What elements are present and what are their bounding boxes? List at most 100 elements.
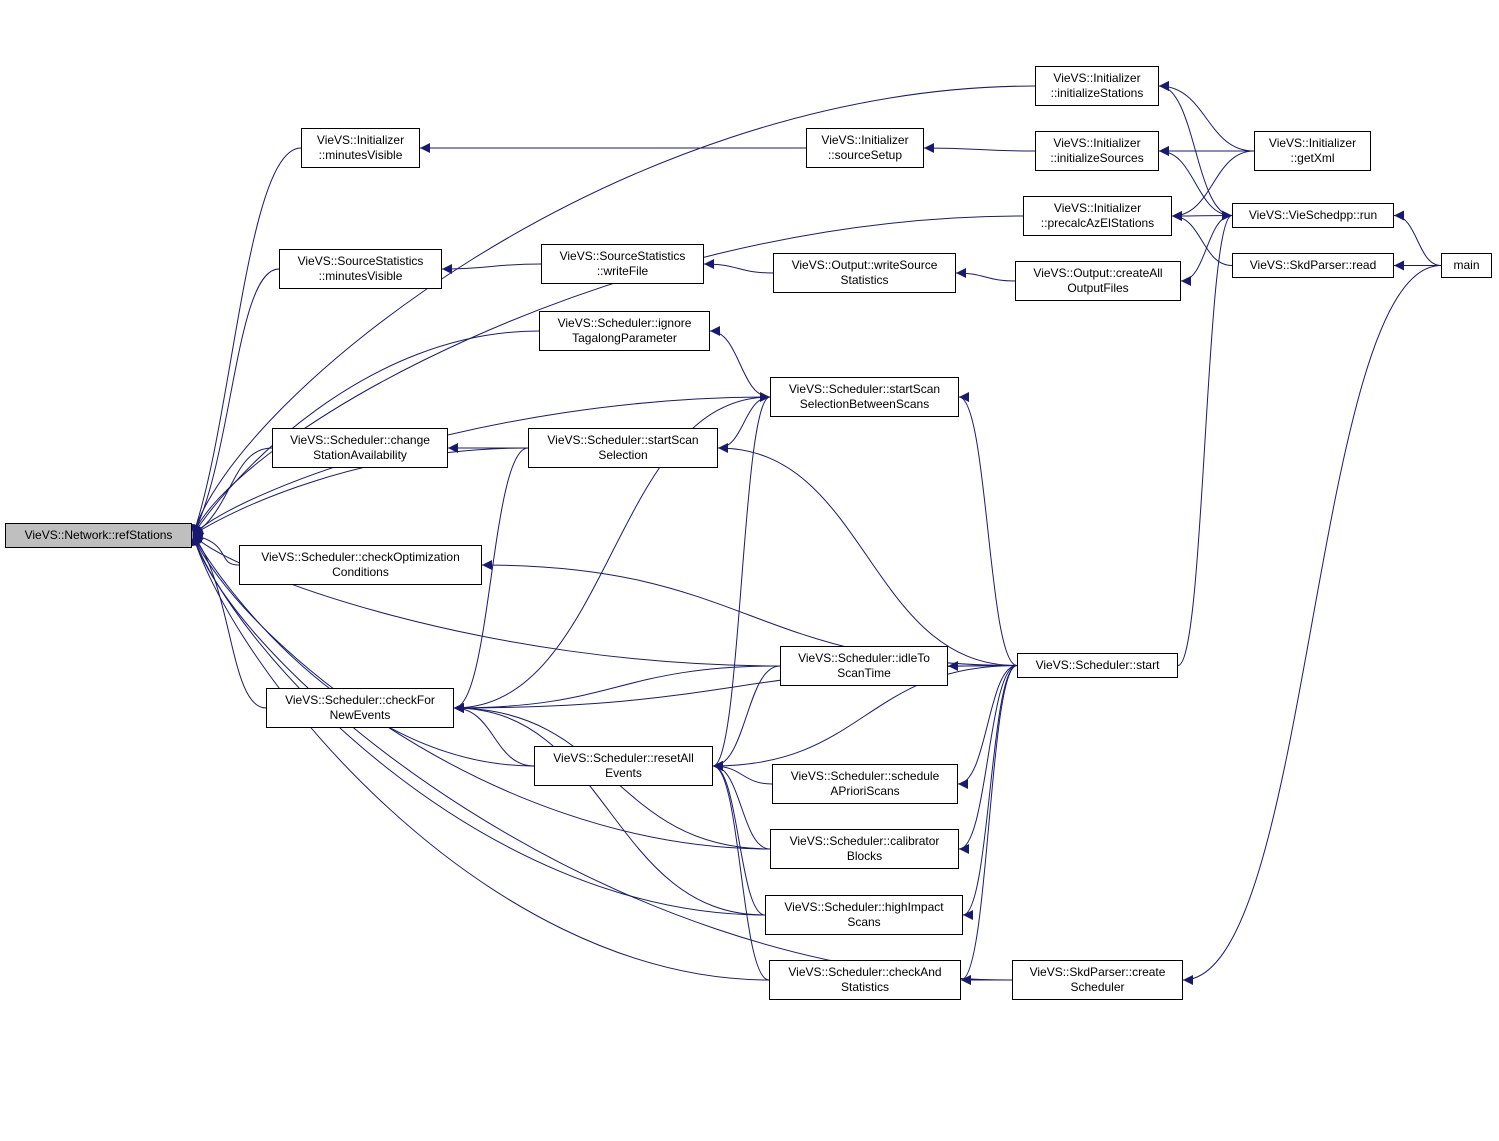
edge-createAllOutput-to-writeSourceStats	[955, 268, 1016, 282]
edge-startScanBetween-to-resetAllEvents	[712, 396, 771, 771]
edge-startScanBetween-to-ignoreTagalong	[709, 326, 771, 398]
node-label-line: Selection	[598, 448, 648, 462]
node-label-line: VieVS::Scheduler::change	[290, 433, 430, 447]
node-label-line: VieVS::Initializer	[1268, 136, 1357, 150]
edge-skdRead-to-precalc	[1171, 211, 1233, 266]
node-label-line: VieVS::Initializer	[1053, 71, 1141, 85]
edge-resetAllEvents-to-checkForNewEvents	[453, 703, 535, 767]
graph-node-minutes-visible-init[interactable]: VieVS::Initializer::minutesVisible	[301, 128, 420, 168]
graph-node-skd-read[interactable]: VieVS::SkdParser::read	[1232, 253, 1394, 278]
node-label-line: ::writeFile	[596, 264, 649, 278]
node-label-line: Statistics	[840, 273, 889, 287]
node-label-line: VieVS::Scheduler::startScan	[788, 382, 941, 396]
edge-writeSourceStats-to-writeFile	[703, 259, 774, 274]
edge-startScanBetween-to-checkForNewEvents	[453, 396, 771, 713]
node-label-line: ::precalcAzElStations	[1040, 216, 1155, 230]
node-label-line: ::getXml	[1290, 151, 1335, 165]
node-label-line: VieVS::Network::refStations	[24, 528, 173, 542]
graph-node-get-xml[interactable]: VieVS::Initializer::getXml	[1254, 131, 1371, 171]
node-label-line: ::minutesVisible	[318, 269, 403, 283]
node-label-line: VieVS::SkdParser::create	[1029, 965, 1166, 979]
node-label-line: VieVS::SourceStatistics	[297, 254, 424, 268]
edge-getXml-to-precalc	[1171, 150, 1255, 221]
graph-node-write-file[interactable]: VieVS::SourceStatistics::writeFile	[541, 244, 704, 284]
node-label-line: VieVS::SourceStatistics	[559, 249, 686, 263]
node-label-line: ::initializeStations	[1050, 86, 1144, 100]
node-label-line: VieVS::Scheduler::ignore	[557, 316, 692, 330]
node-label-line: Conditions	[332, 565, 389, 579]
node-label-line: TagalongParameter	[572, 331, 677, 345]
graph-node-run[interactable]: VieVS::VieSchedpp::run	[1232, 203, 1394, 228]
edge-writeFile-to-minutesVisibleSrc	[441, 263, 542, 274]
graph-node-start[interactable]: VieVS::Scheduler::start	[1017, 653, 1178, 678]
edge-start-to-resetAllEvents	[712, 665, 1018, 771]
node-label-line: VieVS::VieSchedpp::run	[1248, 208, 1378, 222]
node-label-line: VieVS::Initializer	[1053, 201, 1142, 215]
edge-start-to-startScanBetween	[958, 392, 1018, 666]
node-label-line: VieVS::Scheduler::start	[1035, 658, 1160, 672]
node-label-line: NewEvents	[329, 708, 391, 722]
edge-startScanSel-to-checkForNewEvents	[453, 447, 529, 713]
edge-initializeSources-to-sourceSetup	[923, 143, 1036, 154]
edge-run-to-initializeSources	[1158, 146, 1233, 216]
edge-idleToScan-to-checkForNewEvents	[453, 665, 781, 713]
node-label-line: VieVS::Initializer	[316, 133, 405, 147]
graph-node-minutes-visible-src[interactable]: VieVS::SourceStatistics::minutesVisible	[279, 249, 442, 289]
edge-calibratorBlocks-to-resetAllEvents	[712, 761, 771, 850]
node-label-line: VieVS::Output::writeSource	[791, 258, 938, 272]
edge-start-to-scheduleAPriori	[957, 665, 1018, 789]
edge-start-to-highImpact	[962, 665, 1018, 920]
edge-idleToScan-to-resetAllEvents	[712, 665, 781, 771]
node-label-line: StationAvailability	[313, 448, 407, 462]
graph-node-ref-stations[interactable]: VieVS::Network::refStations	[5, 523, 192, 548]
node-label-line: main	[1453, 258, 1480, 272]
edge-start-to-startScanSel	[717, 443, 1018, 666]
edge-minutesVisibleSrc-to-refStations	[192, 268, 280, 536]
node-label-line: VieVS::Scheduler::idleTo	[798, 651, 930, 665]
edge-highImpact-to-resetAllEvents	[712, 761, 766, 916]
edge-start-to-calibratorBlocks	[958, 665, 1018, 854]
graph-node-source-setup[interactable]: VieVS::Initializer::sourceSetup	[806, 128, 924, 168]
edge-changeStation-to-refStations	[192, 447, 273, 536]
edge-main-to-run	[1393, 210, 1442, 266]
node-label-line: VieVS::Initializer	[1053, 136, 1141, 150]
graph-node-precalc[interactable]: VieVS::Initializer::precalcAzElStations	[1023, 196, 1172, 236]
node-label-line: ScanTime	[837, 666, 891, 680]
graph-node-initialize-sources[interactable]: VieVS::Initializer::initializeSources	[1035, 131, 1159, 171]
edge-start-to-checkAndStats	[960, 665, 1018, 985]
edge-checkAndStats-to-refStations	[191, 534, 770, 981]
node-label-line: ::initializeSources	[1050, 151, 1144, 165]
graph-node-initialize-stations[interactable]: VieVS::Initializer::initializeStations	[1035, 66, 1159, 106]
edge-start-to-run	[1177, 210, 1233, 666]
node-label-line: VieVS::Scheduler::checkOptimization	[261, 550, 460, 564]
node-label-line: SelectionBetweenScans	[799, 397, 930, 411]
node-label-line: Scans	[847, 915, 881, 929]
graph-node-main[interactable]: main	[1441, 253, 1492, 278]
edge-highImpact-to-checkForNewEvents	[453, 703, 766, 916]
node-label-line: ::sourceSetup	[827, 148, 903, 162]
node-label-line: VieVS::Initializer	[821, 133, 909, 147]
node-label-line: OutputFiles	[1067, 281, 1129, 295]
node-label-line: VieVS::Scheduler::resetAll	[553, 751, 694, 765]
node-label-line: Scheduler	[1070, 980, 1125, 994]
edge-startScanSel-to-startScanBetween	[717, 392, 771, 449]
edge-idleToScan-to-refStations	[192, 534, 781, 667]
edge-run-to-initializeStations	[1158, 81, 1233, 216]
